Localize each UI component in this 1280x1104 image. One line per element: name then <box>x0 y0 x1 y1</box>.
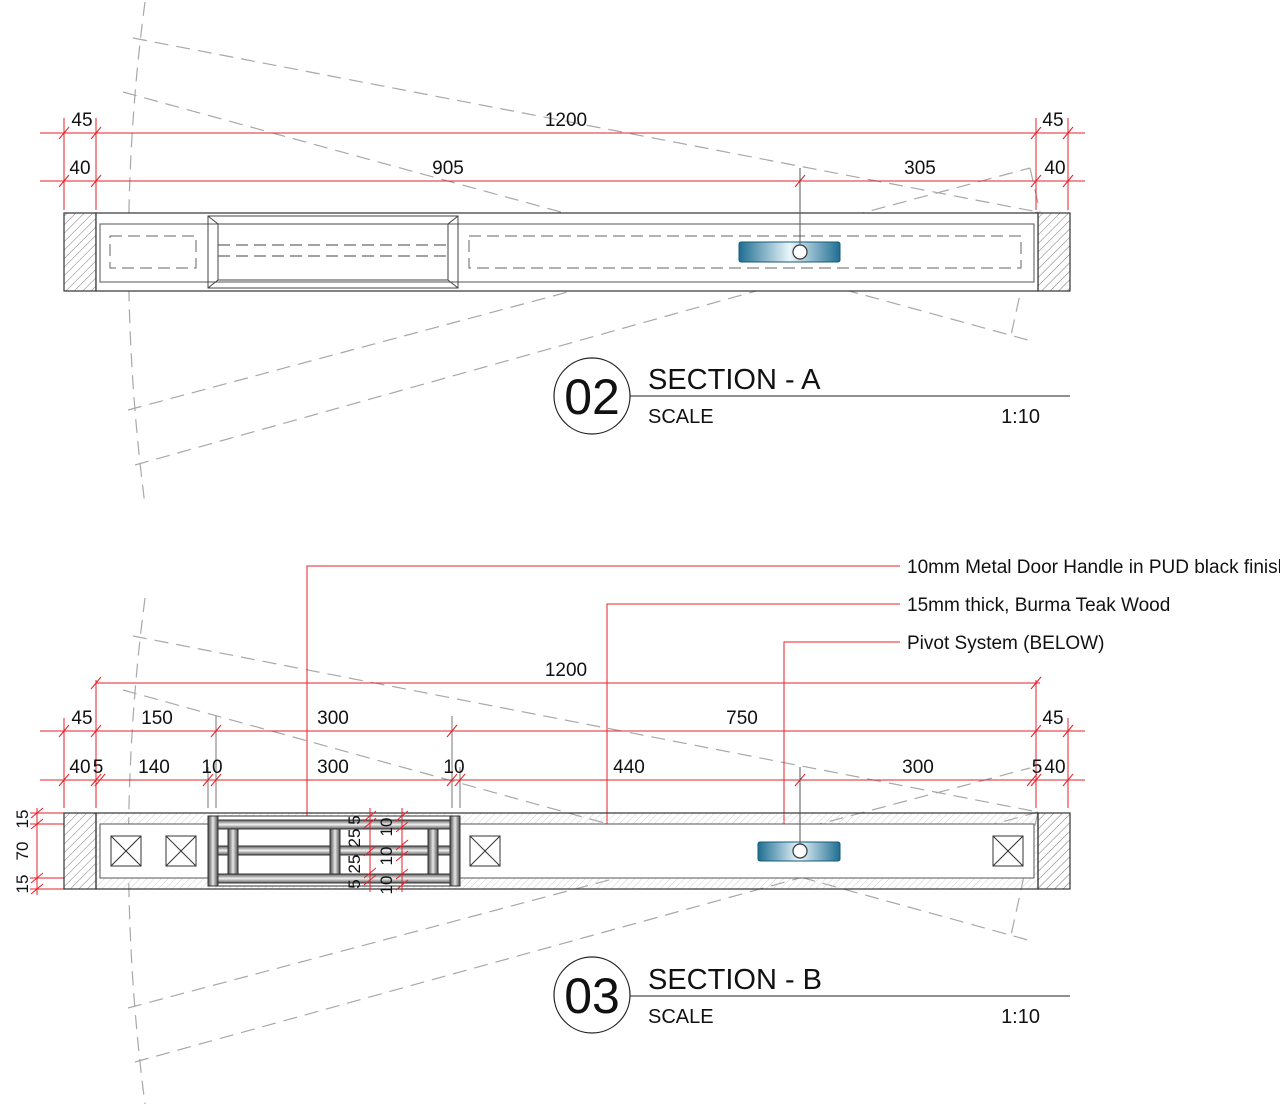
dimension-lines-b <box>40 676 1085 808</box>
door-handle-a <box>738 241 841 263</box>
dim-b-10-left: 10 <box>201 757 222 778</box>
dimension-lines-b-grey <box>207 716 801 808</box>
stack-b-10-mid: 10 <box>377 847 396 866</box>
scale-value-a: 1:10 <box>1001 406 1040 428</box>
vdim-b-15-bottom: 15 <box>13 875 32 894</box>
dim-b-300-mid: 300 <box>317 757 349 778</box>
scale-label-b: SCALE <box>648 1006 714 1028</box>
pivot-icon-b <box>792 843 808 859</box>
scale-label-a: SCALE <box>648 406 714 428</box>
dim-b-300-right: 300 <box>902 757 934 778</box>
dim-b-45-left: 45 <box>71 708 92 729</box>
wall-jamb-right-b <box>1037 812 1071 890</box>
wall-jamb-left-a <box>63 212 97 292</box>
stack-a-5-top: 5 <box>345 815 364 824</box>
glass-panel-a <box>207 215 459 289</box>
dim-a-45-right: 45 <box>1042 110 1063 131</box>
pivot-icon-a <box>792 244 808 260</box>
metal-handle-assembly-b <box>207 815 461 887</box>
dim-a-905: 905 <box>432 158 464 179</box>
dimension-lines-a1 <box>40 118 1085 210</box>
section-number-b: 03 <box>564 968 620 1024</box>
stack-b-10-bottom: 10 <box>377 876 396 895</box>
dim-a-305: 305 <box>904 158 936 179</box>
stack-a-25-bottom: 25 <box>345 855 364 874</box>
vertical-dim-lines-left <box>30 807 64 895</box>
stack-a-25-top: 25 <box>345 829 364 848</box>
wall-jamb-right-a <box>1037 212 1071 292</box>
vdim-b-70: 70 <box>13 842 32 861</box>
section-number-circle-b <box>553 956 631 1034</box>
note-teak-wood: 15mm thick, Burma Teak Wood <box>907 595 1170 616</box>
door-outline-a <box>95 212 1039 292</box>
dim-a-45-left: 45 <box>71 110 92 131</box>
dim-a-40-left: 40 <box>69 158 90 179</box>
section-title-a: SECTION - A <box>648 364 821 396</box>
dim-b-440: 440 <box>613 757 645 778</box>
dim-b-1200: 1200 <box>545 660 587 681</box>
note-pivot-system: Pivot System (BELOW) <box>907 633 1104 654</box>
section-a: 45 1200 45 40 905 305 40 02 <box>40 1 1085 506</box>
vdim-b-15-top: 15 <box>13 810 32 829</box>
door-core-right-b <box>459 823 1035 879</box>
wall-jamb-left-b <box>63 812 97 890</box>
scale-value-b: 1:10 <box>1001 1006 1040 1028</box>
section-number-a: 02 <box>564 369 620 425</box>
section-title-b: SECTION - B <box>648 964 822 996</box>
panel-right-a <box>468 235 1022 269</box>
dim-b-300-top: 300 <box>317 708 349 729</box>
stack-a-5-bottom: 5 <box>345 879 364 888</box>
dim-b-140: 140 <box>138 757 170 778</box>
dim-b-45-right: 45 <box>1042 708 1063 729</box>
dim-b-5-right: 5 <box>1032 757 1043 778</box>
stack-dim-lines <box>363 808 409 892</box>
dimension-ticks-b-grey <box>202 724 806 787</box>
door-inner-a <box>99 223 1035 283</box>
section-b: 10mm Metal Door Handle in PUD black fini… <box>13 557 1280 1104</box>
dim-b-40-left: 40 <box>69 757 90 778</box>
dim-b-40-right: 40 <box>1044 757 1065 778</box>
panel-left-a <box>109 235 197 269</box>
dim-b-150: 150 <box>141 708 173 729</box>
stack-b-10-top: 10 <box>377 818 396 837</box>
dim-b-5-left: 5 <box>93 757 104 778</box>
dim-a-1200: 1200 <box>545 110 587 131</box>
dim-a-40-right: 40 <box>1044 158 1065 179</box>
dim-b-750: 750 <box>726 708 758 729</box>
dim-b-10-right: 10 <box>443 757 464 778</box>
note-door-handle: 10mm Metal Door Handle in PUD black fini… <box>907 557 1280 578</box>
blocking-blocks-b <box>110 835 1024 867</box>
leader-lines <box>306 565 900 848</box>
